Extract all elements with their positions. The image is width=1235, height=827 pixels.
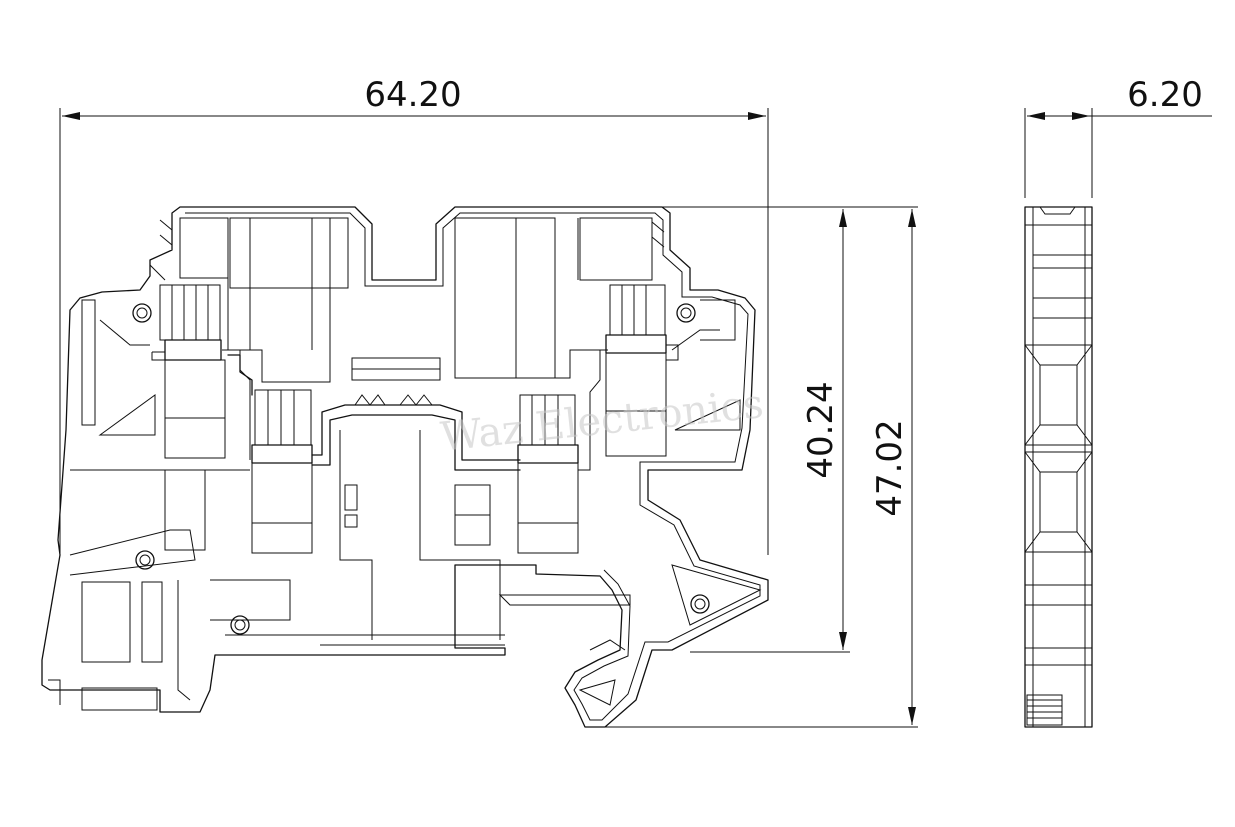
height-inner-label: 40.24 [801, 381, 841, 478]
center-body [225, 430, 631, 646]
busbar [227, 349, 601, 471]
dimension-thickness: 6.20 [1024, 75, 1212, 198]
right-side-details [578, 299, 762, 706]
clamp-left-inner [251, 389, 313, 554]
clamp-right-inner [517, 394, 579, 554]
thickness-label: 6.20 [1127, 75, 1203, 115]
left-side-details [48, 299, 291, 711]
terminal-block-front-view [41, 206, 769, 728]
height-total-label: 47.02 [870, 419, 910, 516]
clamp-right-outer [605, 284, 679, 457]
rivet-holes [132, 303, 710, 635]
width-label: 64.20 [364, 75, 461, 115]
clamp-left-outer [151, 284, 251, 460]
dimension-width: 64.20 [59, 75, 769, 555]
watermark-text: Waz Electronics [438, 381, 765, 461]
dimension-heights: 40.24 47.02 [600, 206, 918, 728]
terminal-block-side-view [1024, 206, 1093, 728]
